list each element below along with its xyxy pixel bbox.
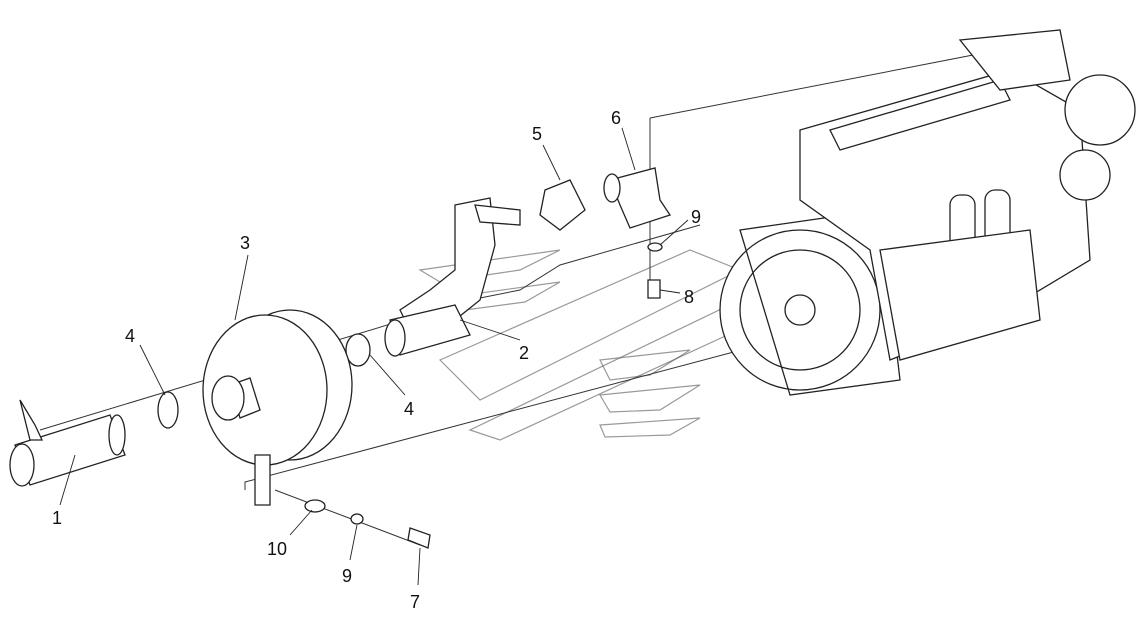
clamp-left xyxy=(157,333,371,429)
callout-4-left: 4 xyxy=(125,326,135,346)
fasteners xyxy=(304,242,663,549)
muffler xyxy=(202,309,353,506)
callout-9-bottom: 9 xyxy=(342,566,352,586)
leader-lines xyxy=(59,127,689,586)
callout-4-right: 4 xyxy=(404,399,414,419)
callout-6: 6 xyxy=(611,108,621,128)
callout-7: 7 xyxy=(410,592,420,612)
callout-9-top: 9 xyxy=(691,207,701,227)
callout-10: 10 xyxy=(267,539,287,559)
callout-3: 3 xyxy=(240,233,250,253)
tail-pipe xyxy=(9,399,126,487)
exhaust-elbow xyxy=(603,167,672,229)
callout-1: 1 xyxy=(52,508,62,528)
part-callouts: 1 2 3 4 4 5 6 7 8 9 9 10 xyxy=(52,108,701,612)
engine-assembly xyxy=(719,29,1136,396)
callout-2: 2 xyxy=(519,343,529,363)
flange-gasket xyxy=(539,179,586,231)
callout-8: 8 xyxy=(684,287,694,307)
callout-5: 5 xyxy=(532,124,542,144)
flexible-pipe xyxy=(384,197,521,357)
